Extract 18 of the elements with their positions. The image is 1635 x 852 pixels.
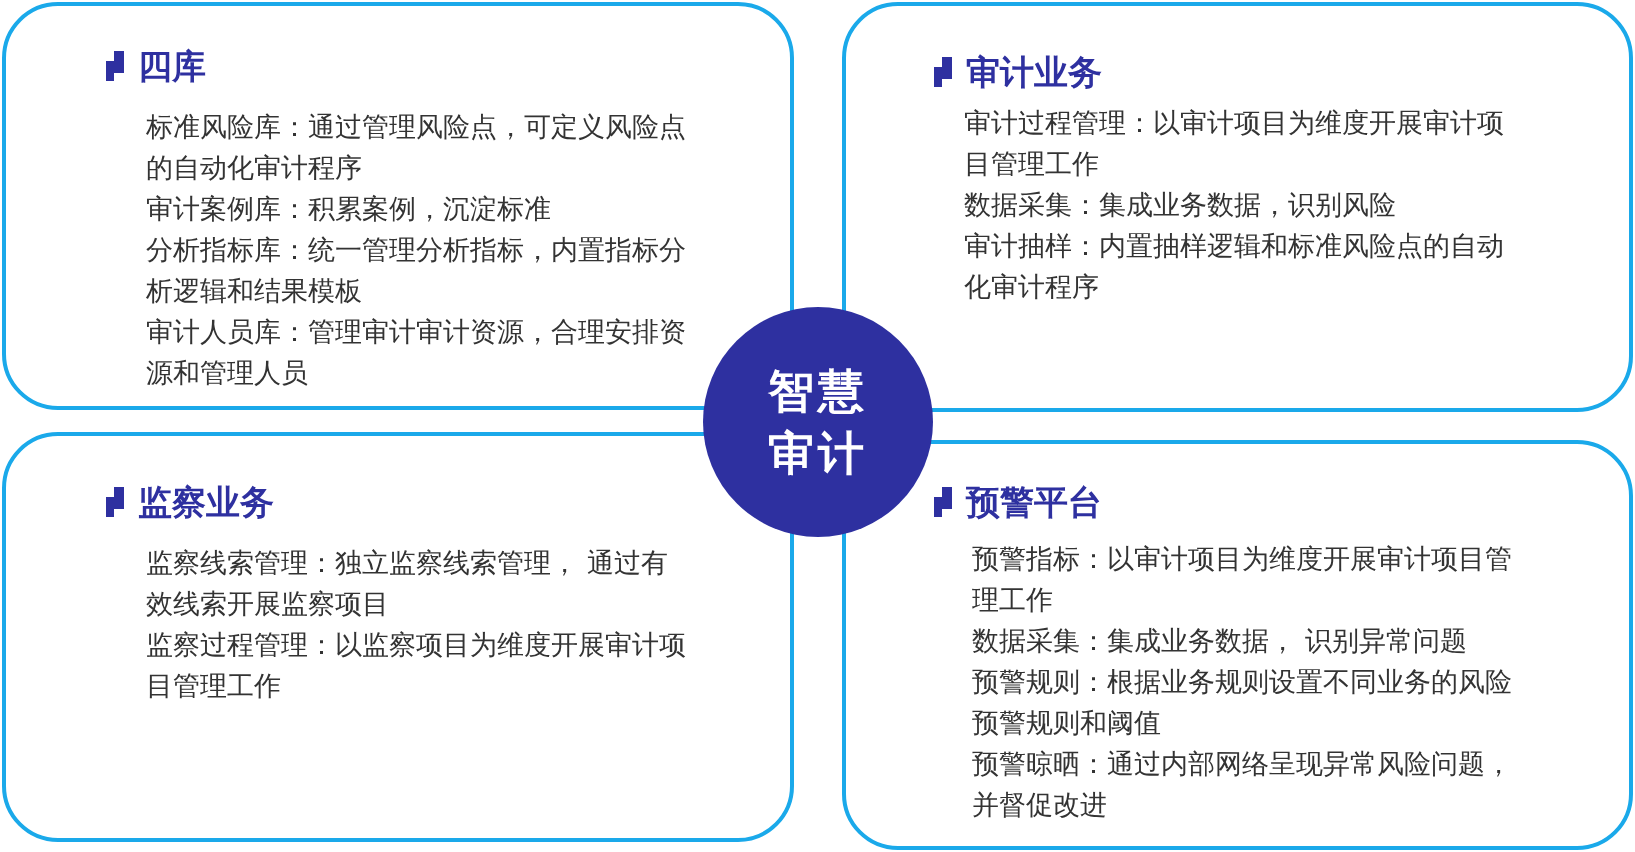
card-heading: 监察业务 <box>138 481 274 524</box>
feature-text: 预警指标：以审计项目为维度开展审计项目管理工作 <box>972 542 1513 617</box>
feature-text: 数据采集：集成业务数据， 识别异常问题 <box>972 624 1468 658</box>
feature-text: 分析指标库：统一管理分析指标，内置指标分析逻辑和结果模板 <box>146 233 687 308</box>
feature-text: 审计过程管理：以审计项目为维度开展审计项目管理工作 <box>964 106 1505 181</box>
card-heading: 审计业务 <box>966 51 1102 94</box>
feature-text: 标准风险库：通过管理风险点，可定义风险点的自动化审计程序 <box>146 110 687 185</box>
card-heading: 预警平台 <box>966 481 1102 524</box>
feature-text: 数据采集：集成业务数据，识别风险 <box>964 188 1397 222</box>
center-title: 智慧审计 <box>767 363 869 482</box>
feature-text: 预警晾晒：通过内部网络呈现异常风险问题，并督促改进 <box>972 747 1513 822</box>
feature-text: 预警规则：根据业务规则设置不同业务的风险预警规则和阈值 <box>972 665 1513 740</box>
feature-text: 监察线索管理：独立监察线索管理， 通过有效线索开展监察项目 <box>146 546 669 621</box>
feature-text: 审计抽样：内置抽样逻辑和标准风险点的自动化审计程序 <box>964 229 1505 304</box>
feature-text: 审计人员库：管理审计审计资源，合理安排资源和管理人员 <box>146 315 687 390</box>
feature-text: 监察过程管理：以监察项目为维度开展审计项目管理工作 <box>146 628 687 703</box>
feature-text: 审计案例库：积累案例，沉淀标准 <box>146 192 552 226</box>
card-heading: 四库 <box>138 45 206 88</box>
